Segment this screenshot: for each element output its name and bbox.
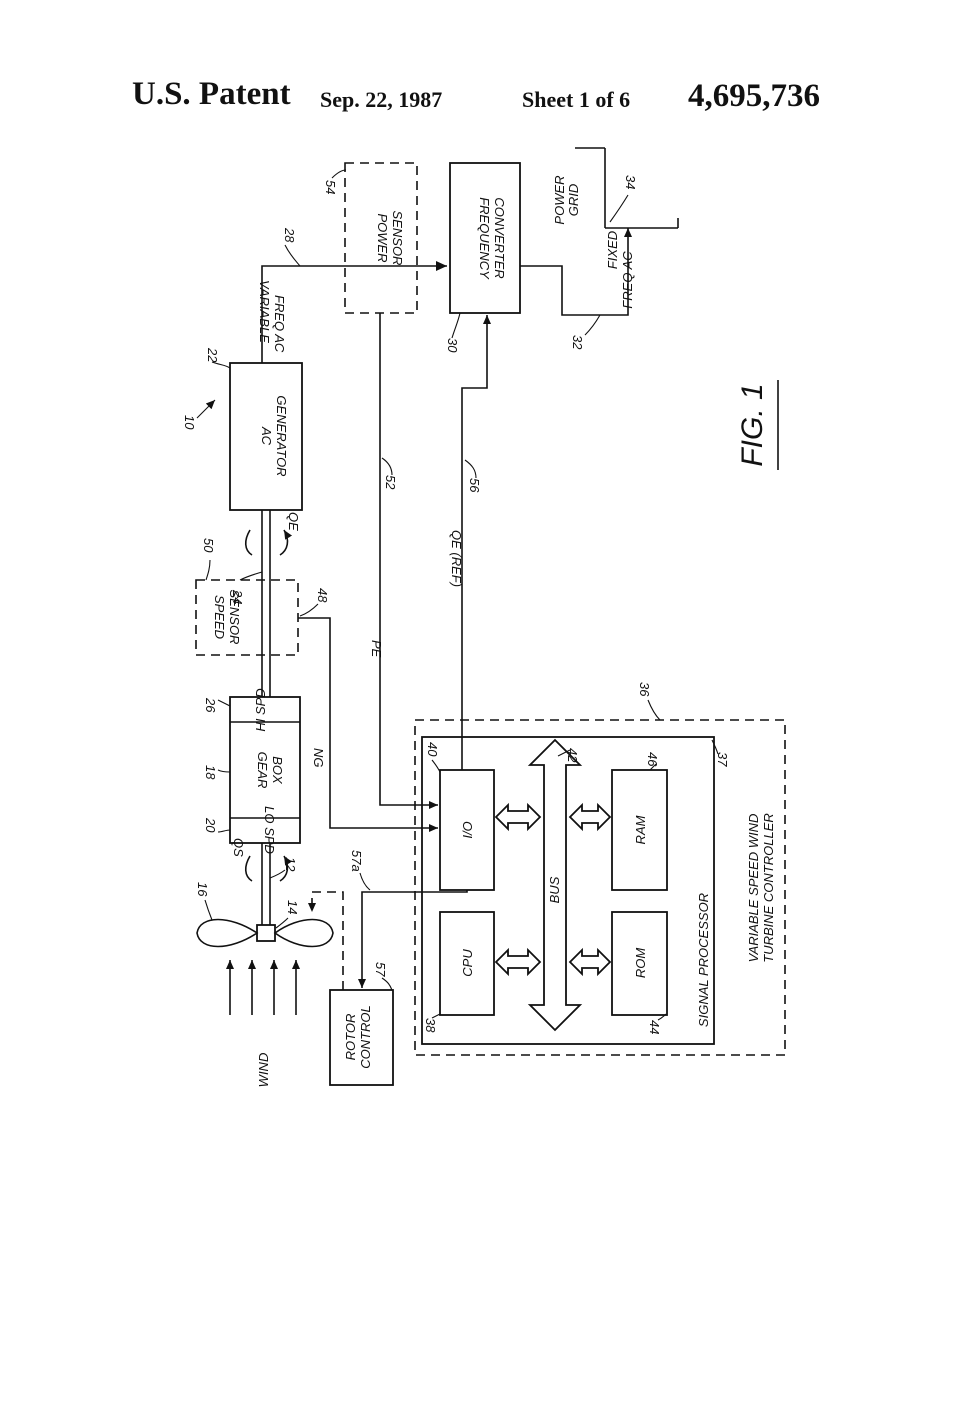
ref-14: 14 bbox=[285, 900, 300, 914]
ac-generator-label-1: AC bbox=[259, 426, 274, 446]
ref-46: 46 bbox=[645, 752, 660, 767]
ref-40: 40 bbox=[425, 742, 440, 757]
ref-28: 28 bbox=[282, 227, 297, 243]
ram-bus-link bbox=[568, 802, 612, 832]
power-sensor-label-1: POWER bbox=[375, 213, 390, 262]
pe-signal-line bbox=[379, 313, 438, 809]
hi-spd-label: HI SPD bbox=[253, 688, 268, 731]
rotor-blade-left bbox=[196, 918, 259, 948]
ref-57a: 57a bbox=[349, 850, 364, 872]
ref-18: 18 bbox=[203, 765, 218, 780]
speed-sensor-block bbox=[195, 579, 299, 656]
rom-label: ROM bbox=[633, 948, 648, 979]
ac-generator-block bbox=[229, 362, 303, 511]
frequency-converter-block bbox=[449, 162, 521, 314]
rotor-control-label-2: CONTROL bbox=[358, 1005, 373, 1069]
power-grid-label-1: POWER bbox=[552, 175, 567, 224]
gear-box-label-2: BOX bbox=[270, 756, 285, 785]
header-patent-label: U.S. Patent bbox=[132, 76, 291, 112]
reference-numerals: 10 22 28 54 30 32 34 52 56 bbox=[182, 169, 730, 1034]
rotor-control-command-line bbox=[358, 890, 468, 988]
rom-block bbox=[611, 911, 668, 1016]
frequency-converter-label-1: FREQUENCY bbox=[477, 197, 492, 280]
ref-22: 22 bbox=[205, 347, 220, 363]
gear-box-block bbox=[229, 696, 301, 844]
qe-ref-label: QE (REF) bbox=[449, 530, 464, 587]
ng-signal-line bbox=[298, 617, 438, 832]
ref-20: 20 bbox=[203, 817, 218, 833]
qs-label: QS bbox=[231, 838, 246, 857]
ref-36: 36 bbox=[637, 682, 652, 697]
fixed-freq-ac-line bbox=[520, 228, 632, 316]
ref-34: 34 bbox=[623, 175, 638, 189]
rotor-control-block bbox=[329, 989, 394, 1086]
signal-processor-block bbox=[421, 736, 715, 1045]
variable-freq-ac-label-1: VARIABLE bbox=[257, 280, 272, 343]
header-patent-number: 4,695,736 bbox=[688, 78, 820, 114]
controller-label-1: VARIABLE SPEED WIND bbox=[746, 814, 761, 963]
ref-44: 44 bbox=[647, 1020, 662, 1034]
ng-label: NG bbox=[311, 748, 326, 768]
ref-16: 16 bbox=[195, 882, 210, 897]
controller-label-2: TURBINE CONTROLLER bbox=[761, 813, 776, 963]
cpu-label: CPU bbox=[460, 949, 475, 977]
qe-ref-signal-line bbox=[461, 315, 491, 770]
rotor-control-label-1: ROTOR bbox=[343, 1014, 358, 1061]
ref-57: 57 bbox=[373, 962, 388, 977]
power-sensor-label-2: SENSOR bbox=[390, 211, 405, 266]
rom-bus-link bbox=[568, 947, 612, 977]
wind-label: WIND bbox=[256, 1053, 271, 1088]
ref-48: 48 bbox=[315, 588, 330, 603]
ac-generator-label-2: GENERATOR bbox=[274, 395, 289, 476]
fixed-freq-ac-label-2: FREQ AC bbox=[620, 251, 635, 309]
io-label: I/O bbox=[460, 821, 475, 838]
variable-freq-ac-label-2: FREQ AC bbox=[272, 295, 287, 353]
header-sheet: Sheet 1 of 6 bbox=[522, 87, 631, 112]
header-date: Sep. 22, 1987 bbox=[320, 87, 443, 112]
speed-sensor-label-2: SENSOR bbox=[227, 590, 242, 645]
ref-30: 30 bbox=[445, 338, 460, 353]
gear-box-label-1: GEAR bbox=[255, 752, 270, 789]
turbine-controller-block bbox=[414, 719, 786, 1056]
ref-37: 37 bbox=[715, 752, 730, 767]
rotor-hub bbox=[256, 924, 276, 942]
power-sensor-block bbox=[344, 162, 418, 314]
ref-42: 42 bbox=[565, 748, 580, 763]
ref-32: 32 bbox=[570, 335, 585, 350]
ref-54: 54 bbox=[323, 180, 338, 194]
frequency-converter-label-2: CONVERTER bbox=[492, 197, 507, 278]
fixed-freq-ac-label-1: FIXED bbox=[605, 231, 620, 269]
speed-sensor-label-1: SPEED bbox=[212, 595, 227, 639]
bus-label: BUS bbox=[547, 876, 562, 903]
ref-52: 52 bbox=[383, 475, 398, 490]
ref-12: 12 bbox=[283, 857, 298, 872]
bus-arrow bbox=[527, 738, 583, 1032]
variable-freq-ac-line bbox=[261, 261, 447, 363]
power-grid-label-2: GRID bbox=[566, 184, 581, 217]
figure-label: FIG. 1 bbox=[736, 383, 769, 466]
ref-50: 50 bbox=[201, 538, 216, 553]
ref-26: 26 bbox=[203, 697, 218, 713]
ref-10: 10 bbox=[182, 415, 197, 430]
pe-label: PE bbox=[369, 640, 384, 658]
ref-56: 56 bbox=[467, 478, 482, 493]
qe-label: QE bbox=[286, 512, 301, 531]
ram-label: RAM bbox=[633, 815, 648, 844]
ref-24: 24 bbox=[230, 589, 245, 604]
pitch-link-dashed bbox=[308, 891, 344, 990]
ref-38: 38 bbox=[423, 1018, 438, 1033]
cpu-block bbox=[439, 911, 495, 1016]
lo-spd-label: LO SPD bbox=[262, 806, 277, 854]
signal-processor-label: SIGNAL PROCESSOR bbox=[696, 893, 711, 1027]
io-bus-link bbox=[494, 802, 542, 832]
cpu-bus-link bbox=[494, 947, 542, 977]
ram-block bbox=[611, 769, 668, 891]
rotor-blade-right bbox=[273, 918, 334, 948]
